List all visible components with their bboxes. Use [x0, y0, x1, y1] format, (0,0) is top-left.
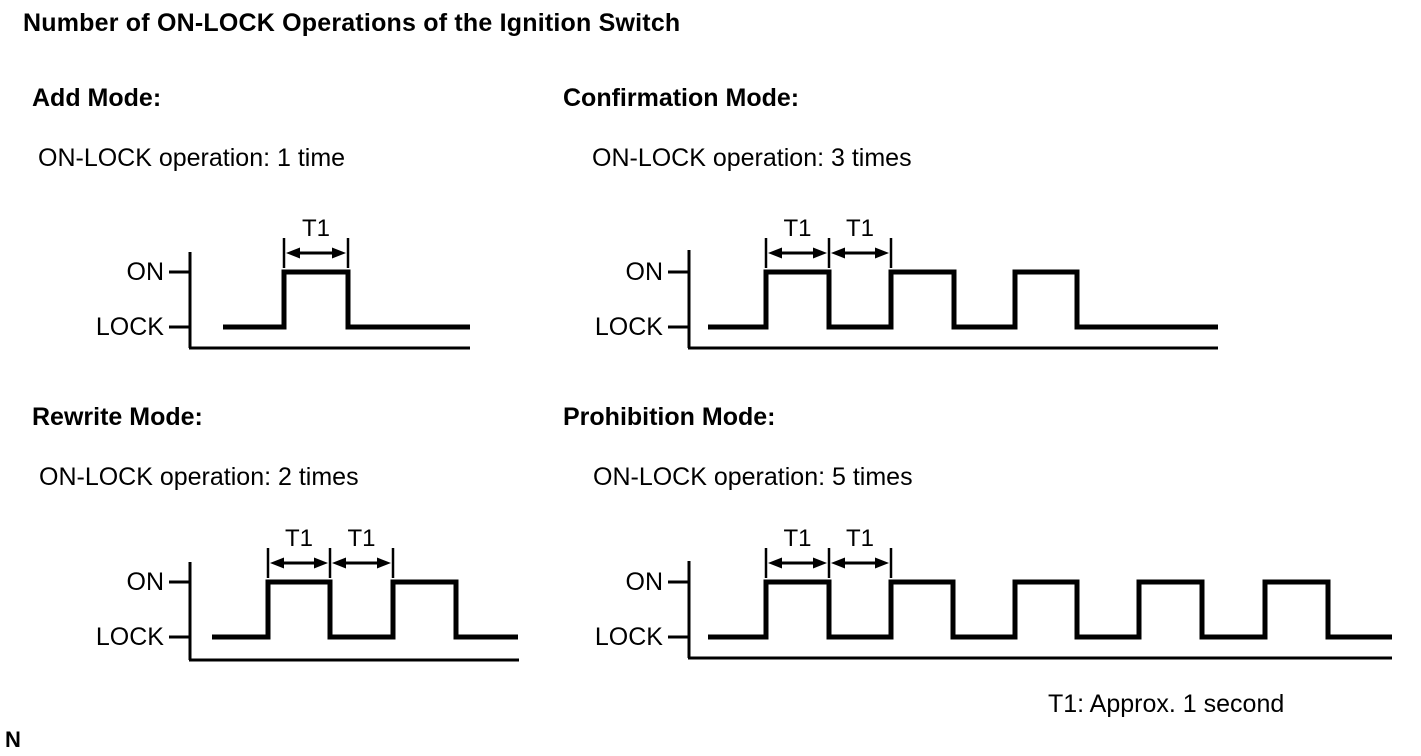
confirmation-mode-t1-label-1: T1 [845, 215, 874, 242]
prohibition-mode-operation-count: ON-LOCK operation: 5 times [593, 463, 913, 491]
confirmation-mode-on-label: ON [625, 258, 664, 286]
t1-definition-note: T1: Approx. 1 second [1048, 690, 1285, 718]
confirmation-mode-dim-arrowhead-right-1 [875, 247, 889, 259]
confirmation-mode-signal-trace [708, 269, 1218, 330]
prohibition-mode-dim-arrowhead-right-1 [875, 557, 889, 569]
confirmation-mode-dim-arrowhead-left-0 [768, 247, 782, 259]
prohibition-mode-dim-arrowhead-right-0 [813, 557, 827, 569]
confirmation-mode-dim-arrowhead-right-0 [813, 247, 827, 259]
add-mode-dim-arrowhead-right-0 [332, 247, 346, 259]
add-mode-operation-count: ON-LOCK operation: 1 time [38, 144, 346, 172]
prohibition-mode-dim-arrowhead-left-0 [768, 557, 782, 569]
rewrite-mode-dim-arrowhead-left-0 [270, 557, 284, 569]
add-mode-t1-label-0: T1 [301, 215, 330, 242]
rewrite-mode-on-label: ON [126, 568, 165, 596]
rewrite-mode-t1-label-1: T1 [347, 525, 376, 552]
rewrite-mode-dim-arrowhead-left-1 [332, 557, 346, 569]
add-mode-lock-label: LOCK [95, 313, 164, 341]
confirmation-mode-lock-label: LOCK [594, 313, 663, 341]
rewrite-mode-waveform-group [169, 548, 519, 662]
rewrite-mode-operation-count: ON-LOCK operation: 2 times [39, 463, 359, 491]
prohibition-mode-t1-label-0: T1 [783, 525, 812, 552]
confirmation-mode-dim-arrowhead-left-1 [831, 247, 845, 259]
confirmation-mode-operation-count: ON-LOCK operation: 3 times [592, 144, 912, 172]
add-mode-waveform-group [169, 238, 470, 350]
confirmation-mode-t1-label-0: T1 [783, 215, 812, 242]
confirmation-mode-waveform-group [668, 238, 1218, 350]
page-title: Number of ON-LOCK Operations of the Igni… [23, 9, 681, 37]
confirmation-mode-heading: Confirmation Mode: [563, 84, 800, 112]
add-mode-heading: Add Mode: [32, 84, 162, 112]
prohibition-mode-on-label: ON [625, 568, 664, 596]
add-mode-on-label: ON [126, 258, 165, 286]
rewrite-mode-t1-label-0: T1 [284, 525, 313, 552]
add-mode-dim-arrowhead-left-0 [286, 247, 300, 259]
rewrite-mode-dim-arrowhead-right-0 [314, 557, 328, 569]
rewrite-mode-dim-arrowhead-right-1 [377, 557, 391, 569]
add-mode-signal-trace [223, 269, 470, 330]
prohibition-mode-t1-label-1: T1 [845, 525, 874, 552]
prohibition-mode-lock-label: LOCK [594, 623, 663, 651]
rewrite-mode-signal-trace [212, 579, 518, 640]
page-marker: N [5, 727, 21, 752]
rewrite-mode-heading: Rewrite Mode: [32, 403, 203, 431]
prohibition-mode-dim-arrowhead-left-1 [831, 557, 845, 569]
prohibition-mode-heading: Prohibition Mode: [563, 403, 776, 431]
prohibition-mode-waveform-group [668, 548, 1392, 660]
rewrite-mode-lock-label: LOCK [95, 623, 164, 651]
prohibition-mode-signal-trace [708, 579, 1392, 640]
